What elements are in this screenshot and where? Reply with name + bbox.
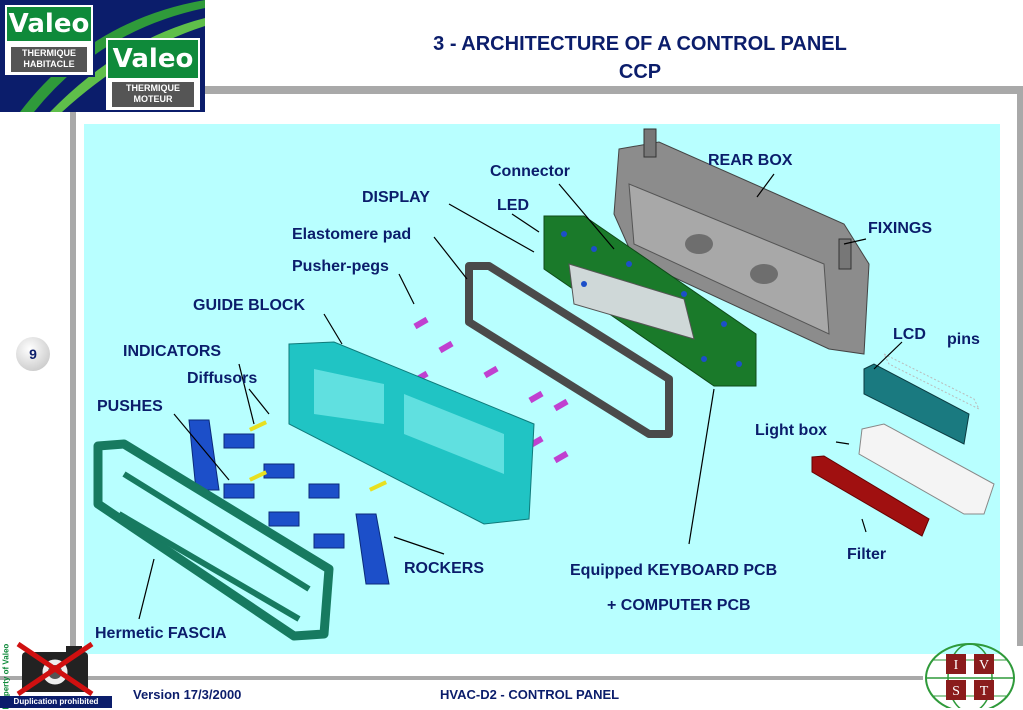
page-title: 3 - ARCHITECTURE OF A CONTROL PANEL CCP <box>330 30 950 86</box>
diffusors-part <box>248 420 388 492</box>
globe-letter-s: S <box>952 684 960 699</box>
label-led: LED <box>497 197 529 214</box>
label-pushes: PUSHES <box>97 398 163 415</box>
label-rear-box: REAR BOX <box>708 152 793 169</box>
filter-part <box>811 455 930 537</box>
footer-document-title: HVAC-D2 - CONTROL PANEL <box>440 687 620 702</box>
footer-version: Version 17/3/2000 <box>133 687 242 702</box>
valeo-logo-habitacle: Valeo THERMIQUE HABITACLE <box>3 3 95 77</box>
valeo-wordmark: Valeo <box>108 40 198 78</box>
slide-frame-left <box>70 86 76 646</box>
footer-divider <box>0 676 923 680</box>
label-filter: Filter <box>847 546 887 563</box>
globe-letter-t: T <box>980 684 989 699</box>
globe-letter-i: I <box>954 658 959 673</box>
logo-subtitle: THERMIQUE HABITACLE <box>11 47 87 72</box>
no-camera-icon <box>16 641 94 696</box>
slide-frame-top <box>70 86 1023 94</box>
label-pins: pins <box>947 331 980 348</box>
label-elastomere-pad: Elastomere pad <box>292 226 412 243</box>
lcd-part <box>863 352 981 445</box>
label-diffusors: Diffusors <box>187 370 258 387</box>
ivst-globe-logo: I V S T <box>925 643 1015 708</box>
label-hermetic-fascia: Hermetic FASCIA <box>95 625 227 642</box>
valeo-wordmark: Valeo <box>7 7 91 41</box>
label-fixings: FIXINGS <box>868 220 933 237</box>
light-box-part <box>858 423 995 515</box>
label-indicators: INDICATORS <box>123 343 222 360</box>
label-rockers: ROCKERS <box>404 560 485 577</box>
pushes-part <box>188 419 390 585</box>
leader-lines <box>138 173 903 620</box>
page-number-badge: 9 <box>16 337 50 371</box>
valeo-logo-moteur: Valeo THERMIQUE MOTEUR <box>106 38 200 110</box>
diagram-panel <box>84 124 1000 654</box>
label-lcd: LCD <box>893 326 926 343</box>
label-computer-pcb: + COMPUTER PCB <box>607 597 751 614</box>
globe-letter-v: V <box>979 658 989 673</box>
label-display: DISPLAY <box>362 189 430 206</box>
keyboard-pcb-part <box>543 215 757 387</box>
slide-frame-right <box>1017 86 1023 646</box>
rear-box-part <box>613 128 870 355</box>
label-keyboard-pcb: Equipped KEYBOARD PCB <box>570 562 778 579</box>
exploded-view-diagram <box>93 128 995 641</box>
title-line-2: CCP <box>618 61 662 83</box>
guide-block-part <box>288 341 535 525</box>
elastomere-pad-part <box>465 262 673 438</box>
label-light-box: Light box <box>755 422 827 439</box>
title-line-1: 3 - ARCHITECTURE OF A CONTROL PANEL <box>433 33 847 55</box>
indicators-part <box>223 433 345 549</box>
logo-subtitle: THERMIQUE MOTEUR <box>112 82 194 107</box>
label-pusher-pegs: Pusher-pegs <box>292 258 389 275</box>
duplication-notice: Duplication prohibited <box>0 696 112 708</box>
hermetic-fascia-part <box>93 439 334 641</box>
label-connector: Connector <box>490 163 570 180</box>
swoosh-graphic <box>20 0 205 112</box>
label-guide-block: GUIDE BLOCK <box>193 297 305 314</box>
logo-banner: Valeo THERMIQUE HABITACLE Valeo THERMIQU… <box>0 0 205 112</box>
